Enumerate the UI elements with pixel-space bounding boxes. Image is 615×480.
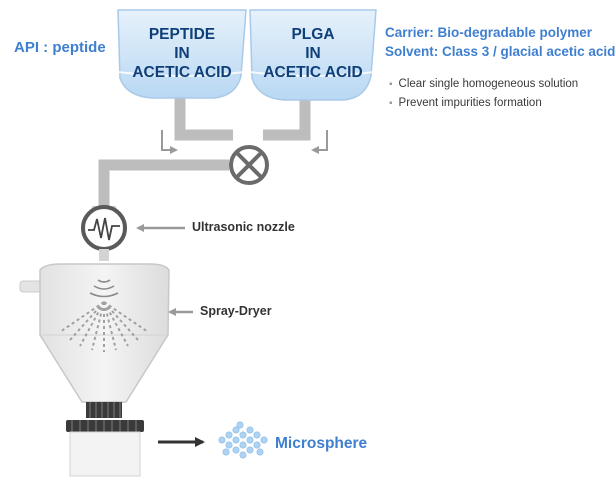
spray-icon [59,301,149,352]
api-label: API : peptide [14,39,106,56]
solution-bullets: Clear single homogeneous solution Preven… [389,75,579,113]
microsphere-label: Microsphere [275,435,368,452]
tank-plga-line-3: ACETIC ACID [263,64,363,81]
process-diagram [19,9,377,477]
microsphere-particles [218,421,268,459]
pipes [98,95,311,210]
nozzle-callout: Ultrasonic nozzle [192,220,295,234]
pipe-right-tank [263,97,311,141]
flow-arrows [161,130,328,154]
tank-peptide-label: PEPTIDE IN ACETIC ACID [118,25,246,82]
tank-plga-line-1: PLGA [291,26,335,43]
dryer-callout: Spray-Dryer [200,304,272,318]
tank-plga-label: PLGA IN ACETIC ACID [250,25,376,82]
mixing-valve-icon [229,145,269,185]
pipe-to-nozzle [98,159,229,210]
tank-peptide-line-1: PEPTIDE [148,26,216,43]
ultrasonic-nozzle-icon [81,205,127,261]
tank-plga [249,9,377,101]
tank-peptide-line-3: ACETIC ACID [132,64,232,81]
bullet-item: Clear single homogeneous solution [389,75,579,94]
pipe-left-tank [174,95,233,141]
ultrasonic-wave-icon [89,279,119,298]
carrier-text: Carrier: Bio-degradable polymer [385,25,593,40]
tank-plga-line-2: IN [305,45,321,62]
dryer-collar [66,402,144,432]
flow-arrow-left [161,130,178,154]
spray-dryer [19,263,170,477]
solvent-text: Solvent: Class 3 / glacial acetic acid [385,44,615,59]
bullet-item: Prevent impurities formation [389,94,578,113]
collection-vessel [69,431,141,477]
tank-peptide [117,9,247,99]
flow-arrow-right [311,130,328,154]
tank-peptide-line-2: IN [174,45,190,62]
